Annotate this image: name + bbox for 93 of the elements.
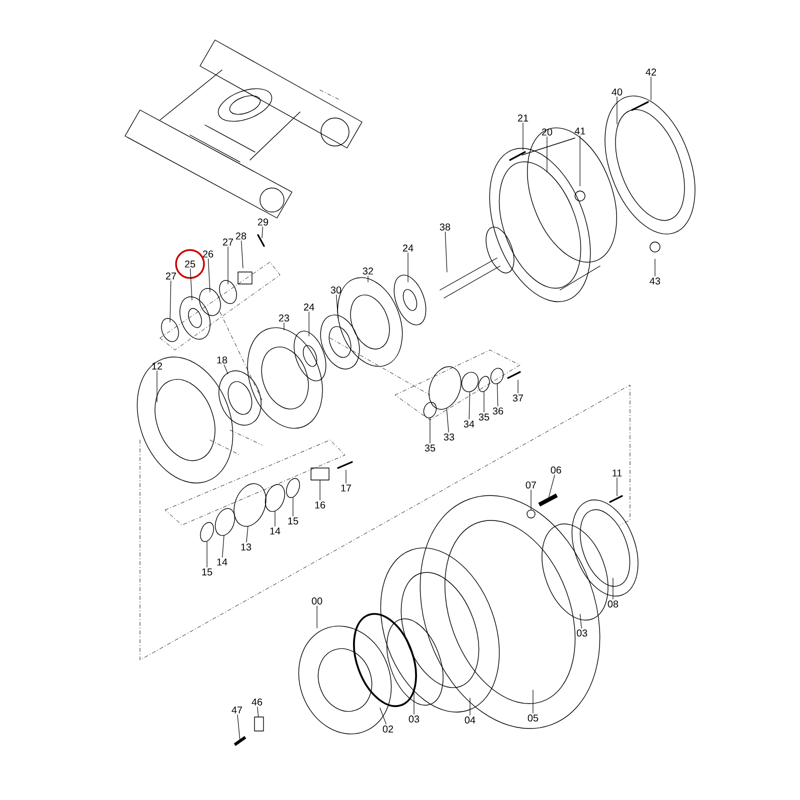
callout-number: 38 (440, 223, 450, 231)
leader-line (224, 364, 228, 374)
part-ring (461, 372, 479, 392)
leader-line (616, 478, 618, 496)
callout-number: 03 (408, 716, 420, 723)
callout-number: 34 (464, 420, 474, 428)
leader-line (548, 474, 555, 498)
callout-number: 11 (612, 470, 622, 476)
callout-number: 41 (574, 128, 586, 134)
callout-number: 12 (152, 362, 162, 370)
callout-number: 27 (222, 238, 234, 246)
part-plate (254, 716, 264, 732)
part-ring (286, 478, 300, 498)
leader-line (222, 535, 224, 558)
callout-number: 37 (512, 394, 524, 402)
callout-number: 08 (608, 600, 618, 608)
callout-number: 30 (330, 286, 342, 294)
callout-number: 24 (304, 304, 314, 310)
leader-line (156, 370, 158, 402)
callout-number: 06 (550, 466, 562, 474)
callout-number: 02 (382, 726, 394, 733)
leader-line (532, 690, 534, 714)
part-ring (478, 376, 490, 392)
callout-number: 14 (270, 528, 280, 534)
callout-number: 05 (528, 714, 538, 722)
leader-line (654, 258, 656, 276)
leader-line (580, 614, 582, 628)
callout-number: 25 (184, 260, 196, 268)
part-ring (234, 483, 266, 527)
part-ring (214, 508, 236, 536)
callout-number: 14 (217, 558, 228, 566)
leader-line (241, 240, 244, 268)
callout-number: 04 (464, 716, 476, 724)
leader-line (316, 606, 318, 628)
callout-number: 35 (478, 414, 490, 421)
leader-line (444, 232, 448, 272)
leader-line (208, 258, 210, 292)
part-ring (200, 522, 214, 542)
leader-line (206, 541, 208, 568)
callout-number: 40 (612, 88, 622, 96)
leader-line (446, 408, 449, 432)
callout-number: 15 (202, 568, 212, 576)
leader-line (170, 280, 172, 322)
callout-number: 18 (217, 356, 228, 364)
leader-line (262, 226, 263, 238)
part-plate (310, 468, 330, 480)
callout-number: 24 (402, 244, 414, 252)
callout-number: 23 (278, 314, 290, 322)
callout-number: 20 (542, 128, 552, 136)
callout-number: 15 (288, 518, 298, 524)
callout-number: 00 (312, 598, 322, 605)
leader-line (612, 578, 614, 600)
leader-line (522, 122, 524, 150)
callout-number: 03 (576, 630, 588, 637)
leader-line (380, 708, 386, 724)
leader-line (257, 706, 259, 717)
part-ring (428, 366, 462, 410)
callout-number: 32 (362, 267, 374, 275)
leader-line (237, 714, 240, 740)
leader-line (190, 268, 192, 300)
leader-line (292, 497, 294, 516)
leader-line (274, 511, 276, 526)
part-ring (490, 368, 504, 384)
callout-number: 29 (258, 218, 268, 226)
callout-number: 26 (202, 250, 214, 258)
callout-number: 07 (526, 482, 536, 489)
callout-number: 33 (444, 434, 454, 441)
leader-line (546, 136, 548, 172)
leader-line (468, 392, 470, 420)
part-bolt (234, 736, 246, 746)
callout-number: 35 (424, 444, 436, 452)
callout-number: 21 (518, 114, 528, 122)
leader-line (246, 526, 248, 542)
leader-line (496, 384, 498, 406)
callout-number: 43 (650, 277, 660, 285)
callout-number: 17 (341, 484, 352, 492)
callout-number: 28 (236, 232, 246, 240)
callout-number: 16 (315, 502, 326, 509)
part-bolt (538, 494, 558, 506)
part-ring (526, 510, 536, 518)
leader-line (650, 76, 652, 100)
part-ring (423, 402, 437, 418)
callout-number: 47 (232, 706, 242, 714)
leader-line (336, 294, 338, 318)
callout-number: 46 (252, 698, 262, 706)
leader-line (308, 312, 310, 336)
callout-number: 13 (241, 544, 252, 551)
part-ring (264, 484, 286, 512)
leader-line (616, 96, 618, 124)
callout-number: 36 (492, 408, 504, 415)
callout-number: 42 (646, 68, 656, 76)
leader-line (530, 490, 532, 510)
callout-number: 27 (166, 272, 176, 280)
